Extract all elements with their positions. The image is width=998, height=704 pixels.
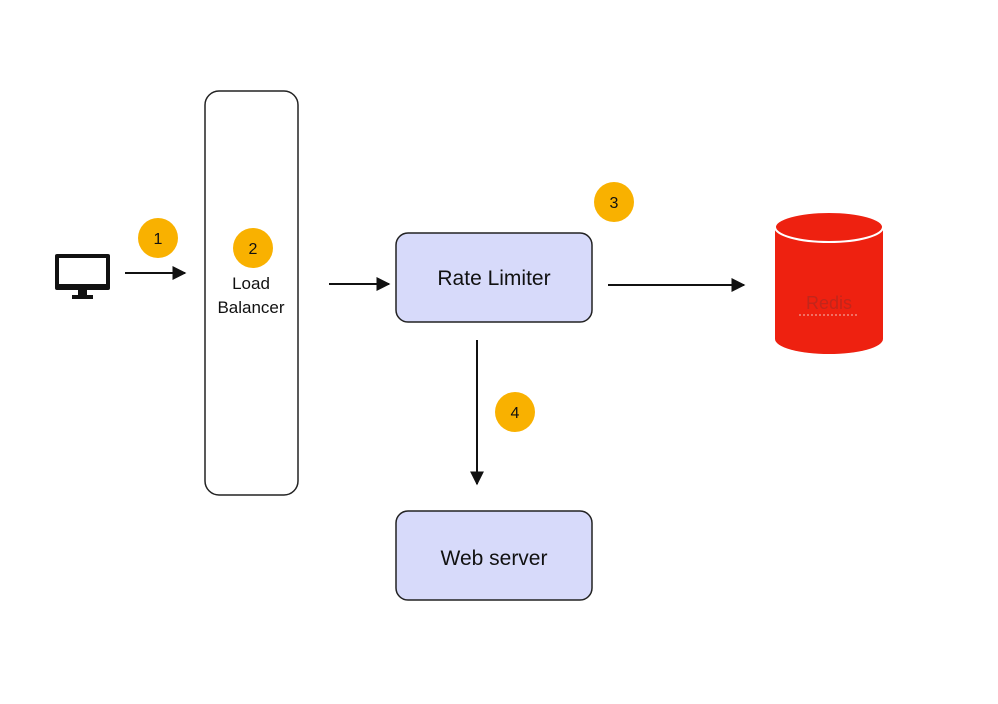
web-server-node: Web server xyxy=(395,510,593,601)
load-balancer-label-line1: Load xyxy=(232,274,270,293)
load-balancer-box xyxy=(204,90,299,496)
database-cylinder-icon xyxy=(774,211,884,354)
step-badge-1-label: 1 xyxy=(154,231,163,248)
web-server-label: Web server xyxy=(441,547,548,570)
step-badge-3-label: 3 xyxy=(610,195,619,212)
step-badge-4-label: 4 xyxy=(511,405,520,422)
step-badge-3: 3 xyxy=(594,182,634,222)
step-badge-1: 1 xyxy=(138,218,178,258)
step-badge-2: 2 xyxy=(233,228,273,268)
redis-label: Redis xyxy=(806,293,852,313)
rate-limiter-label: Rate Limiter xyxy=(437,267,550,290)
load-balancer-node: Load Balancer xyxy=(204,90,299,496)
step-badge-4: 4 xyxy=(495,392,535,432)
web-server-box xyxy=(395,510,593,601)
rate-limiter-box xyxy=(395,232,593,323)
step-badge-2-label: 2 xyxy=(249,241,258,258)
load-balancer-label-line2: Balancer xyxy=(217,298,284,317)
redis-node: Redis xyxy=(774,211,884,354)
rate-limiter-node: Rate Limiter xyxy=(395,232,593,323)
monitor-icon xyxy=(55,254,110,299)
